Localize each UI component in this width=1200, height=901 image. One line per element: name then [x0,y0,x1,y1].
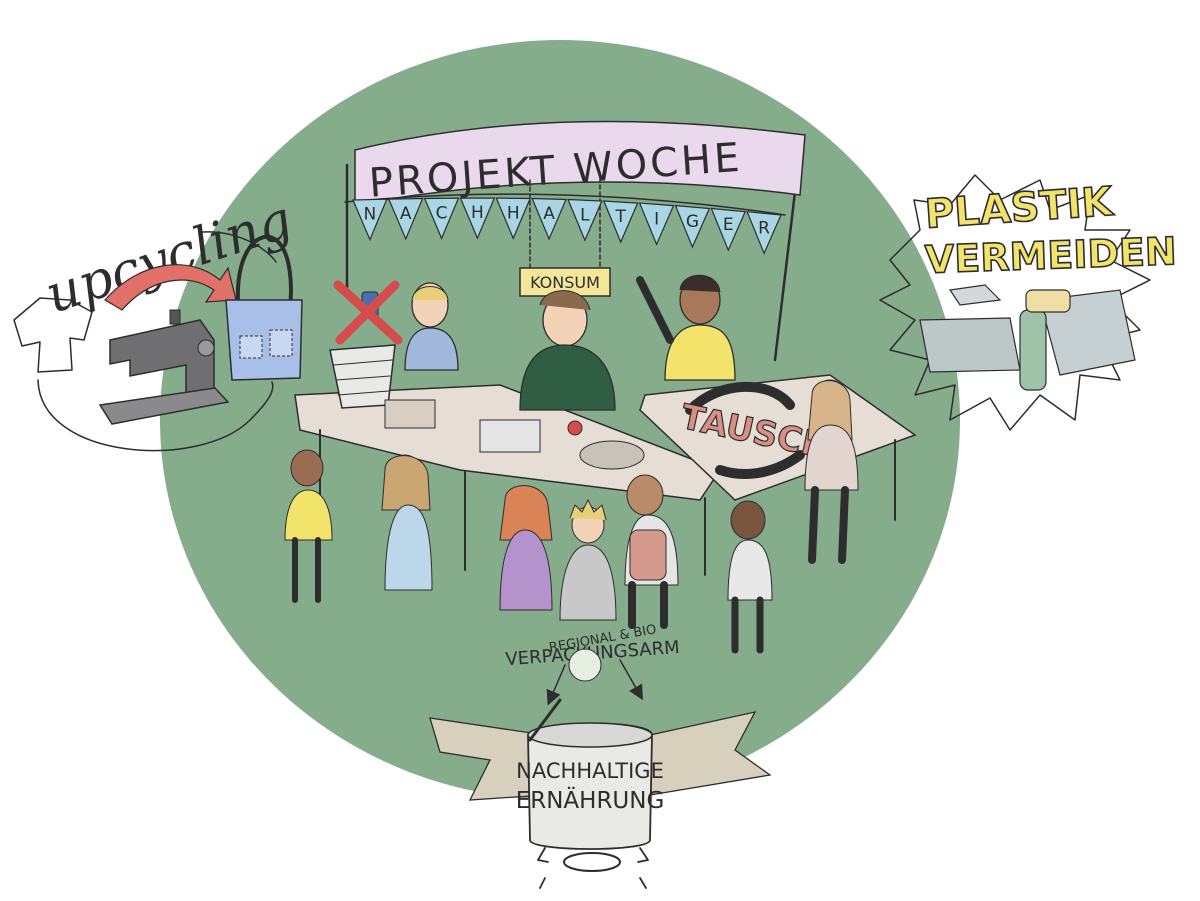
people [284,274,859,654]
cooking-pot-icon [527,698,653,850]
pennant-flag [710,207,747,252]
person-center [519,290,616,411]
person-front-4 [559,498,617,621]
pennant-flag [423,197,460,240]
person-front-5 [624,474,679,629]
pennant-letter: I [654,209,659,229]
pennant-letter: G [686,212,699,232]
pennant-flag [746,210,782,255]
konsum-text: KONSUM [530,273,600,292]
pennant-flag [674,204,711,249]
pennant-flag [459,197,496,240]
sewing-machine-icon [98,309,230,425]
broccoli-icon [568,648,602,682]
pennant-letter: A [400,204,412,224]
egg-carton-icon [479,419,541,453]
container-icon [1025,289,1071,313]
pennant-letter: L [580,205,590,225]
trash-bin [329,344,396,409]
plastic-tray-icon [919,317,1021,373]
backpack-icon [629,529,667,581]
pennant-letter: R [758,218,770,238]
pennant-flag [531,197,567,241]
pennant-letter: A [543,204,555,224]
food-section: REGIONAL & BIO VERPACKUNGSARM NACHHALTIG… [429,622,772,889]
stove-burner-icon [537,847,649,889]
spray-bottle-icon [948,284,1002,306]
person-front-7 [804,379,859,564]
torn-shirt-icon [13,297,93,373]
bottle-icon [1019,309,1047,391]
no-can-icon [333,280,403,345]
pennant-letter: E [723,215,734,235]
pennant-flag [387,197,424,241]
table-objects [384,399,645,470]
cutting-board-icon [384,399,436,429]
pennant-flag [352,198,388,242]
ribbon-text-line2: ERNÄHRUNG [516,786,665,814]
pennant-letter: C [436,203,448,223]
ribbon-text-line1: NACHHALTIGE [516,759,664,783]
pennant-flag [567,198,603,242]
plastik-title-line2: VERMEIDEN [924,229,1177,282]
pennant-flag [638,202,675,246]
person-front-6 [727,500,773,654]
person-front-1 [284,449,333,603]
upcycled-bag-icon [225,234,303,381]
pennant-letter: T [615,207,627,227]
plastik-title-line1: PLASTIK [924,179,1116,238]
apple-icon [567,420,583,436]
person-front-2 [381,454,433,591]
person-right-raised [636,274,736,381]
person-front-3 [499,485,553,611]
person-left-back [404,282,459,371]
pennant-flag [602,200,639,244]
pennant-letter: H [507,203,520,223]
upcycling-section: upcycling [13,190,303,452]
pennant-letter: N [364,205,377,225]
pennant-flag [495,197,532,240]
pennant-letter: H [471,203,484,223]
plate-icon [579,440,645,470]
